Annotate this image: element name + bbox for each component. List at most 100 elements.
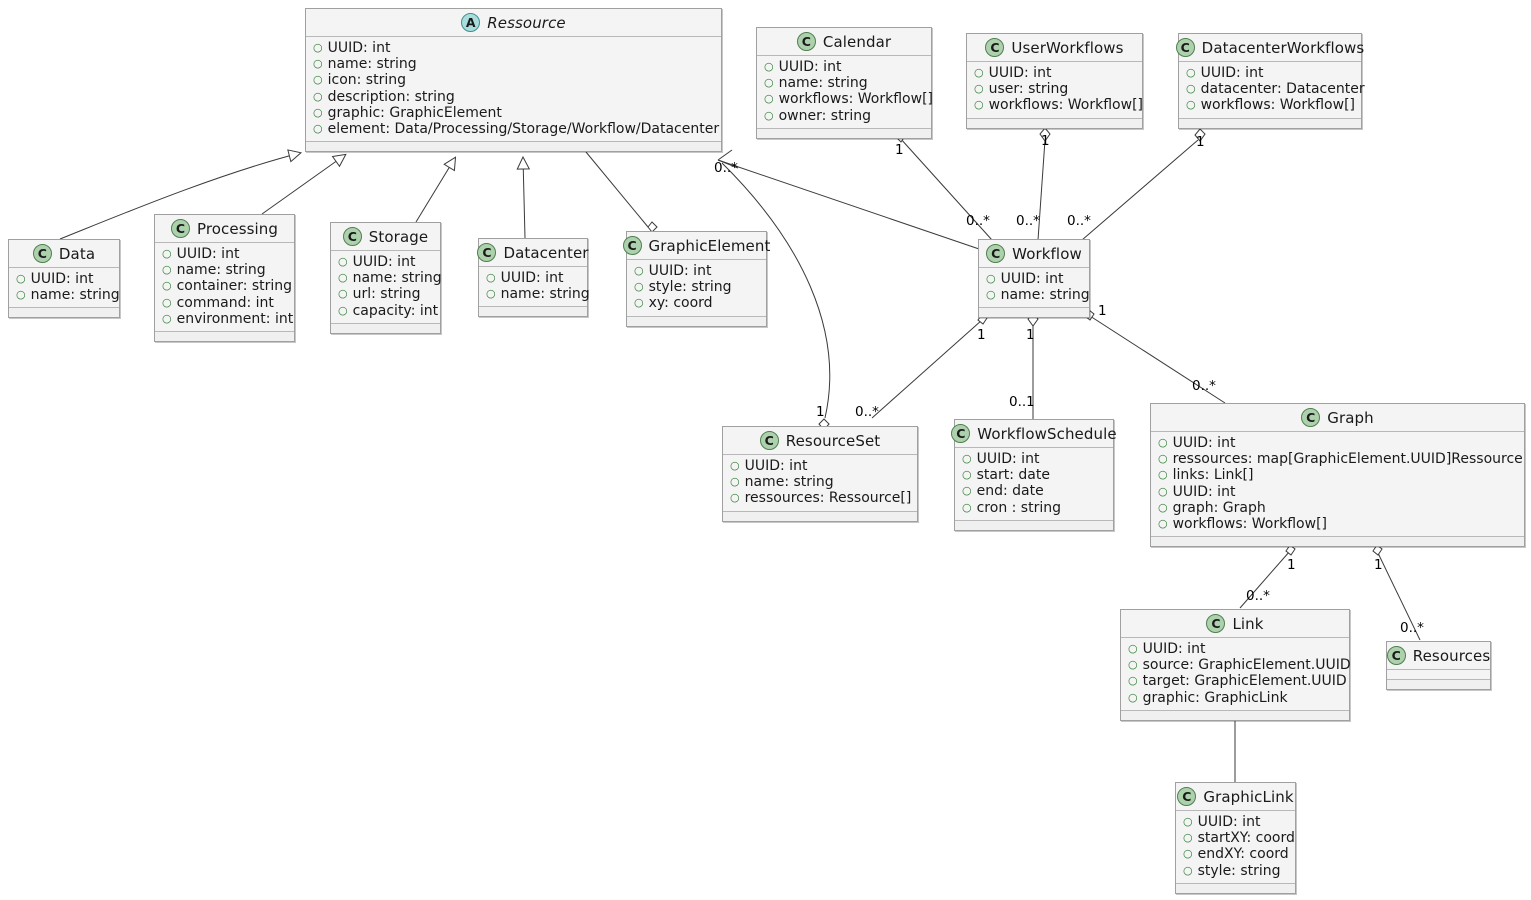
attribute-text: ressources: Ressource[]	[744, 490, 912, 507]
multiplicity-label: 0..*	[1016, 213, 1040, 229]
class-attributes-userworkflows: ○UUID: int○user: string○workflows: Workf…	[967, 62, 1143, 119]
visibility-public-icon: ○	[313, 105, 323, 119]
attribute-row: ○container: string	[162, 278, 292, 294]
class-attributes-storage: ○UUID: int○name: string○url: string○capa…	[331, 251, 442, 324]
class-name-resources: Resources	[1412, 646, 1491, 665]
class-operations-processing	[155, 332, 294, 342]
attribute-row: ○startXY: coord	[1183, 830, 1295, 846]
multiplicity-label: 0..*	[1192, 378, 1216, 394]
multiplicity-label: 0..1	[1009, 394, 1035, 410]
class-attributes-workflowschedule: ○UUID: int○start: date○end: date○cron : …	[955, 448, 1113, 521]
class-marker-icon: C	[170, 219, 190, 238]
attribute-row: ○workflows: Workflow[]	[1186, 97, 1355, 113]
class-marker-icon: C	[951, 424, 971, 443]
attribute-row: ○ressources: map[GraphicElement.UUID]Res…	[1158, 451, 1523, 467]
attribute-text: source: GraphicElement.UUID	[1142, 657, 1351, 674]
class-attributes-ressource: ○UUID: int○name: string○icon: string○des…	[306, 37, 721, 143]
visibility-public-icon: ○	[1158, 436, 1168, 449]
attribute-row: ○links: Link[]	[1158, 467, 1517, 483]
visibility-public-icon: ○	[1186, 98, 1196, 112]
multiplicity-label: 1	[1374, 557, 1383, 573]
visibility-public-icon: ○	[764, 60, 774, 73]
visibility-public-icon: ○	[313, 89, 323, 103]
attribute-text: icon: string	[327, 72, 406, 89]
attribute-text: description: string	[327, 88, 455, 105]
multiplicity-label: 1	[1098, 303, 1107, 319]
class-marker-icon: C	[477, 243, 497, 262]
class-attributes-graphicelement: ○UUID: int○style: string○xy: coord	[627, 260, 766, 317]
class-header-workflowschedule: C WorkflowSchedule	[951, 420, 1117, 448]
attribute-text: name: string	[176, 262, 266, 279]
class-name-ressource: Ressource	[487, 13, 566, 32]
attribute-row: ○xy: coord	[634, 295, 759, 311]
visibility-public-icon: ○	[730, 475, 740, 489]
visibility-public-icon: ○	[1128, 642, 1138, 655]
visibility-public-icon: ○	[338, 303, 348, 317]
attribute-row: ○UUID: int	[486, 270, 580, 286]
attribute-row: ○ description: string	[313, 89, 714, 105]
visibility-public-icon: ○	[1186, 66, 1196, 79]
class-marker-icon: C	[1175, 38, 1195, 57]
visibility-public-icon: ○	[313, 73, 323, 87]
class-name-workflowschedule: WorkflowSchedule	[977, 424, 1117, 443]
attribute-text: workflows: Workflow[]	[988, 97, 1143, 114]
attribute-row: ○owner: string	[764, 108, 924, 124]
attribute-text: xy: coord	[648, 295, 713, 312]
attribute-text: name: string	[744, 474, 834, 491]
attribute-row: ○ style: string	[1183, 863, 1288, 879]
attribute-text: name: string	[500, 286, 590, 303]
class-name-resourceset: ResourceSet	[785, 431, 881, 450]
visibility-public-icon: ○	[313, 57, 323, 71]
visibility-public-icon: ○	[1158, 500, 1168, 514]
attribute-text: UUID: int	[500, 270, 564, 286]
class-marker-icon: C	[342, 227, 362, 246]
edge-storage-ressource	[415, 158, 455, 223]
attribute-row: ○command: int	[162, 295, 287, 311]
visibility-public-icon: ○	[974, 82, 984, 96]
class-operations-workflowschedule	[955, 520, 1113, 530]
visibility-public-icon: ○	[313, 41, 323, 54]
visibility-public-icon: ○	[730, 491, 740, 505]
visibility-public-icon: ○	[974, 66, 984, 79]
attribute-text: UUID: int	[778, 59, 842, 75]
attribute-text: style: string	[1197, 862, 1281, 879]
attribute-row: ○UUID: int	[338, 254, 433, 270]
class-name-graphiclink: GraphicLink	[1203, 787, 1294, 806]
attribute-row: ○endXY: coord	[1183, 846, 1289, 862]
visibility-public-icon: ○	[1183, 863, 1193, 877]
attribute-text: UUID: int	[1172, 483, 1236, 500]
uml-class-workflowschedule[interactable]: C WorkflowSchedule ○UUID: int○start: date○…	[951, 419, 1117, 531]
class-operations-graphiclink	[1176, 883, 1295, 893]
multiplicity-label: 0..*	[714, 160, 738, 176]
class-operations-storage	[331, 323, 440, 333]
multiplicity-label: 0..*	[1067, 213, 1091, 229]
attribute-text: UUID: int	[1142, 641, 1206, 657]
class-marker-icon: C	[622, 236, 642, 255]
attribute-row: ○user: string	[974, 81, 1135, 97]
attribute-row: ○environment: int	[162, 311, 293, 327]
attribute-row: ○UUID: int	[162, 246, 287, 262]
attribute-text: container: string	[176, 278, 293, 295]
class-marker-icon: C	[32, 244, 52, 263]
